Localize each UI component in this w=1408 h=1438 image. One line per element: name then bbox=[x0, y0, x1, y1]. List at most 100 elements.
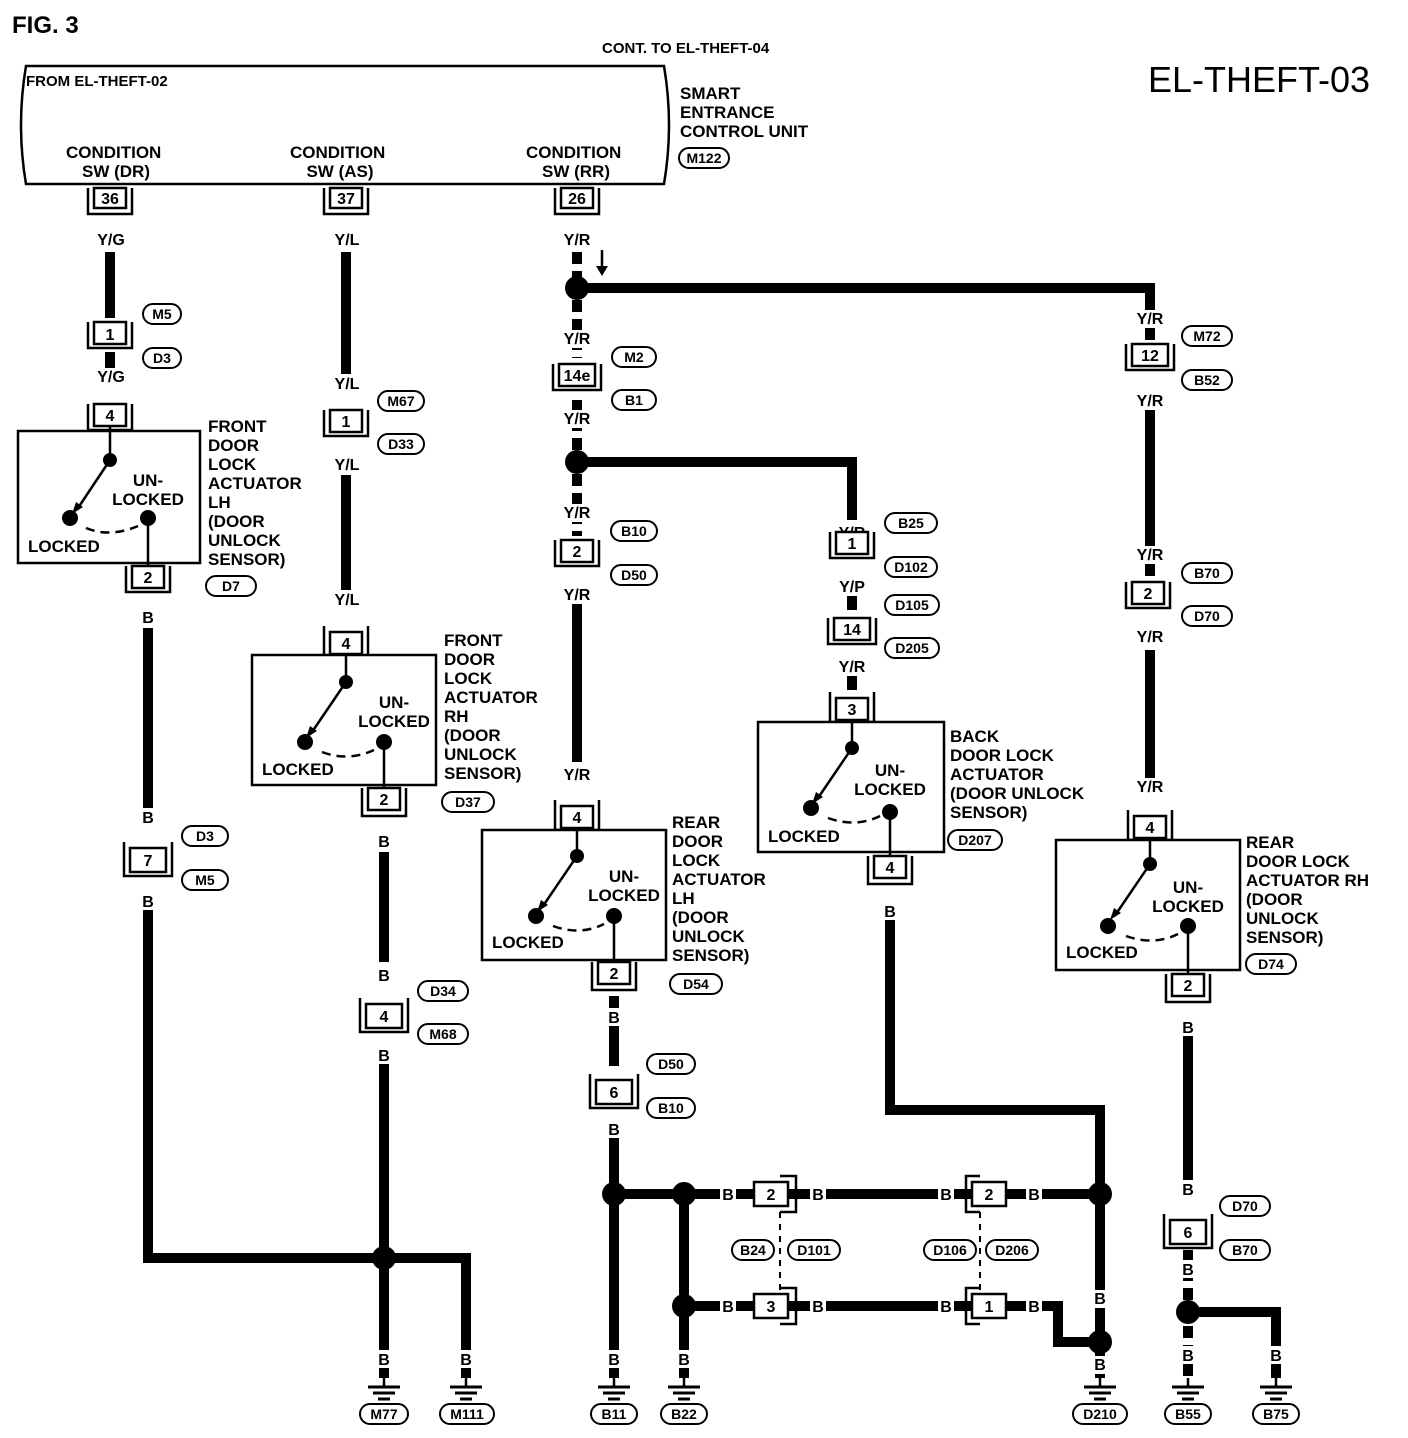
connector-d70-b70: 6 D70 B70 bbox=[1162, 1195, 1271, 1261]
junction-dot bbox=[1176, 1300, 1200, 1324]
svg-text:12: 12 bbox=[1141, 348, 1159, 365]
unit-name: SMART ENTRANCE CONTROL UNIT bbox=[680, 84, 809, 141]
svg-text:Y/R: Y/R bbox=[1137, 393, 1164, 410]
svg-text:D34: D34 bbox=[430, 983, 456, 999]
svg-text:LOCKED: LOCKED bbox=[28, 537, 100, 556]
svg-text:UN-LOCKED: UN-LOCKED bbox=[1152, 878, 1224, 916]
wire-yr-branch-rh bbox=[577, 283, 1155, 340]
svg-text:B: B bbox=[1182, 1020, 1194, 1037]
unit-terminal-label-36: CONDITION SW (DR) bbox=[66, 143, 166, 181]
svg-text:M5: M5 bbox=[195, 872, 215, 888]
svg-text:2: 2 bbox=[1144, 586, 1153, 603]
connector-d106-d206-upper: 2 bbox=[964, 1174, 1008, 1214]
svg-text:4: 4 bbox=[342, 636, 351, 653]
svg-text:B: B bbox=[678, 1352, 690, 1369]
svg-text:B: B bbox=[1094, 1291, 1106, 1308]
svg-text:B: B bbox=[1028, 1187, 1040, 1204]
svg-text:D54: D54 bbox=[683, 976, 709, 992]
svg-text:UN-LOCKED: UN-LOCKED bbox=[112, 471, 184, 509]
figure-label: FIG. 3 bbox=[12, 12, 79, 39]
svg-text:D74: D74 bbox=[1258, 956, 1284, 972]
actuator-front-lh: 4 LOCKED UN-LOCKED 2 FRONT DOOR LOCK ACT… bbox=[16, 402, 302, 597]
svg-text:B10: B10 bbox=[621, 523, 647, 539]
svg-text:B55: B55 bbox=[1175, 1406, 1201, 1422]
connector-m2-b1: 14e M2 B1 bbox=[551, 346, 657, 411]
svg-text:2: 2 bbox=[144, 570, 153, 587]
unit-terminal-label-26: CONDITION SW (RR) bbox=[526, 143, 626, 181]
svg-text:4: 4 bbox=[380, 1009, 389, 1026]
svg-text:B: B bbox=[142, 610, 154, 627]
svg-text:B70: B70 bbox=[1232, 1242, 1258, 1258]
connector-d50-b10: 6 D50 B10 bbox=[588, 1053, 696, 1119]
ground-b11: B11 bbox=[590, 1378, 638, 1425]
svg-text:36: 36 bbox=[101, 191, 119, 208]
svg-text:Y/G: Y/G bbox=[97, 232, 125, 249]
svg-text:B22: B22 bbox=[671, 1406, 697, 1422]
svg-text:D207: D207 bbox=[958, 832, 992, 848]
junction-dot bbox=[672, 1294, 696, 1318]
svg-text:B: B bbox=[608, 1352, 620, 1369]
svg-text:B: B bbox=[1270, 1348, 1282, 1365]
svg-text:UN-LOCKED: UN-LOCKED bbox=[854, 761, 926, 799]
svg-text:D33: D33 bbox=[388, 436, 414, 452]
junction-dot bbox=[672, 1182, 696, 1206]
svg-text:B: B bbox=[378, 834, 390, 851]
connector-b10-d50: 2 B10 D50 bbox=[553, 520, 658, 586]
svg-text:REAR DOOR LOCK: REAR DOOR LOCK ACTUATOR LH (DOOR UNLOCK … bbox=[672, 813, 771, 965]
svg-text:LOCKED: LOCKED bbox=[1066, 943, 1138, 962]
unit-terminal-label-37: CONDITION SW (AS) bbox=[290, 143, 390, 181]
svg-text:3: 3 bbox=[767, 1299, 776, 1316]
ground-m77: M77 bbox=[359, 1378, 409, 1425]
junction-dot bbox=[372, 1246, 396, 1270]
junction-dot bbox=[1088, 1182, 1112, 1206]
unit-terminal-37: 37 bbox=[322, 186, 370, 216]
svg-text:B1: B1 bbox=[625, 392, 643, 408]
wire-b-col1-low bbox=[143, 910, 384, 1263]
junction-dot bbox=[565, 276, 589, 300]
top-note: CONT. TO EL-THEFT-04 bbox=[602, 40, 770, 57]
svg-text:D70: D70 bbox=[1194, 608, 1220, 624]
control-unit-box bbox=[19, 64, 671, 186]
svg-text:LOCKED: LOCKED bbox=[492, 933, 564, 952]
svg-text:Y/R: Y/R bbox=[564, 331, 591, 348]
svg-text:4: 4 bbox=[573, 810, 582, 827]
svg-text:1: 1 bbox=[848, 536, 857, 553]
svg-text:6: 6 bbox=[610, 1085, 619, 1102]
svg-text:B52: B52 bbox=[1194, 372, 1220, 388]
svg-text:BACK DOOR LOCK ACT: BACK DOOR LOCK ACTUATOR (DOOR UNLOCK SEN… bbox=[950, 727, 1089, 822]
svg-text:B: B bbox=[142, 810, 154, 827]
svg-text:B: B bbox=[812, 1187, 824, 1204]
unit-terminal-36: 36 bbox=[86, 186, 134, 216]
svg-text:1: 1 bbox=[342, 414, 351, 431]
actuator-rear-lh: 4 LOCKED UN-LOCKED 2 REAR DOOR LOCK ACTU… bbox=[480, 800, 771, 995]
svg-text:D210: D210 bbox=[1083, 1406, 1117, 1422]
svg-text:7: 7 bbox=[144, 853, 153, 870]
connector-d106-d206-lower: 1 bbox=[964, 1286, 1008, 1326]
svg-text:D3: D3 bbox=[153, 350, 171, 366]
svg-text:2: 2 bbox=[380, 792, 389, 809]
svg-text:M2: M2 bbox=[624, 349, 644, 365]
from-note: FROM EL-THEFT-02 bbox=[26, 73, 168, 90]
svg-text:REAR DOOR LOCK ACT: REAR DOOR LOCK ACTUATOR RH (DOOR UNLOCK … bbox=[1246, 833, 1374, 947]
badge-d106 bbox=[923, 1239, 977, 1261]
ground-d210: D210 bbox=[1072, 1378, 1128, 1425]
svg-text:3: 3 bbox=[848, 702, 857, 719]
connector-m72-b52: 12 M72 B52 bbox=[1124, 325, 1233, 391]
svg-text:M68: M68 bbox=[429, 1026, 456, 1042]
svg-text:Y/G: Y/G bbox=[97, 369, 125, 386]
badge-d101-text: D101 bbox=[797, 1242, 831, 1258]
svg-text:Y/P: Y/P bbox=[839, 579, 865, 596]
svg-text:14e: 14e bbox=[564, 368, 591, 385]
svg-text:B: B bbox=[378, 1352, 390, 1369]
svg-text:B: B bbox=[608, 1010, 620, 1027]
wire-b-back bbox=[885, 904, 1105, 1378]
svg-text:Y/L: Y/L bbox=[335, 376, 360, 393]
svg-text:4: 4 bbox=[106, 408, 115, 425]
svg-text:D50: D50 bbox=[621, 567, 647, 583]
badge-d206 bbox=[985, 1239, 1039, 1261]
svg-text:M111: M111 bbox=[450, 1406, 484, 1422]
svg-text:B: B bbox=[1182, 1348, 1194, 1365]
connector-b24-d101-lower: 3 bbox=[752, 1286, 798, 1326]
svg-text:37: 37 bbox=[337, 191, 355, 208]
svg-text:Y/R: Y/R bbox=[839, 659, 866, 676]
